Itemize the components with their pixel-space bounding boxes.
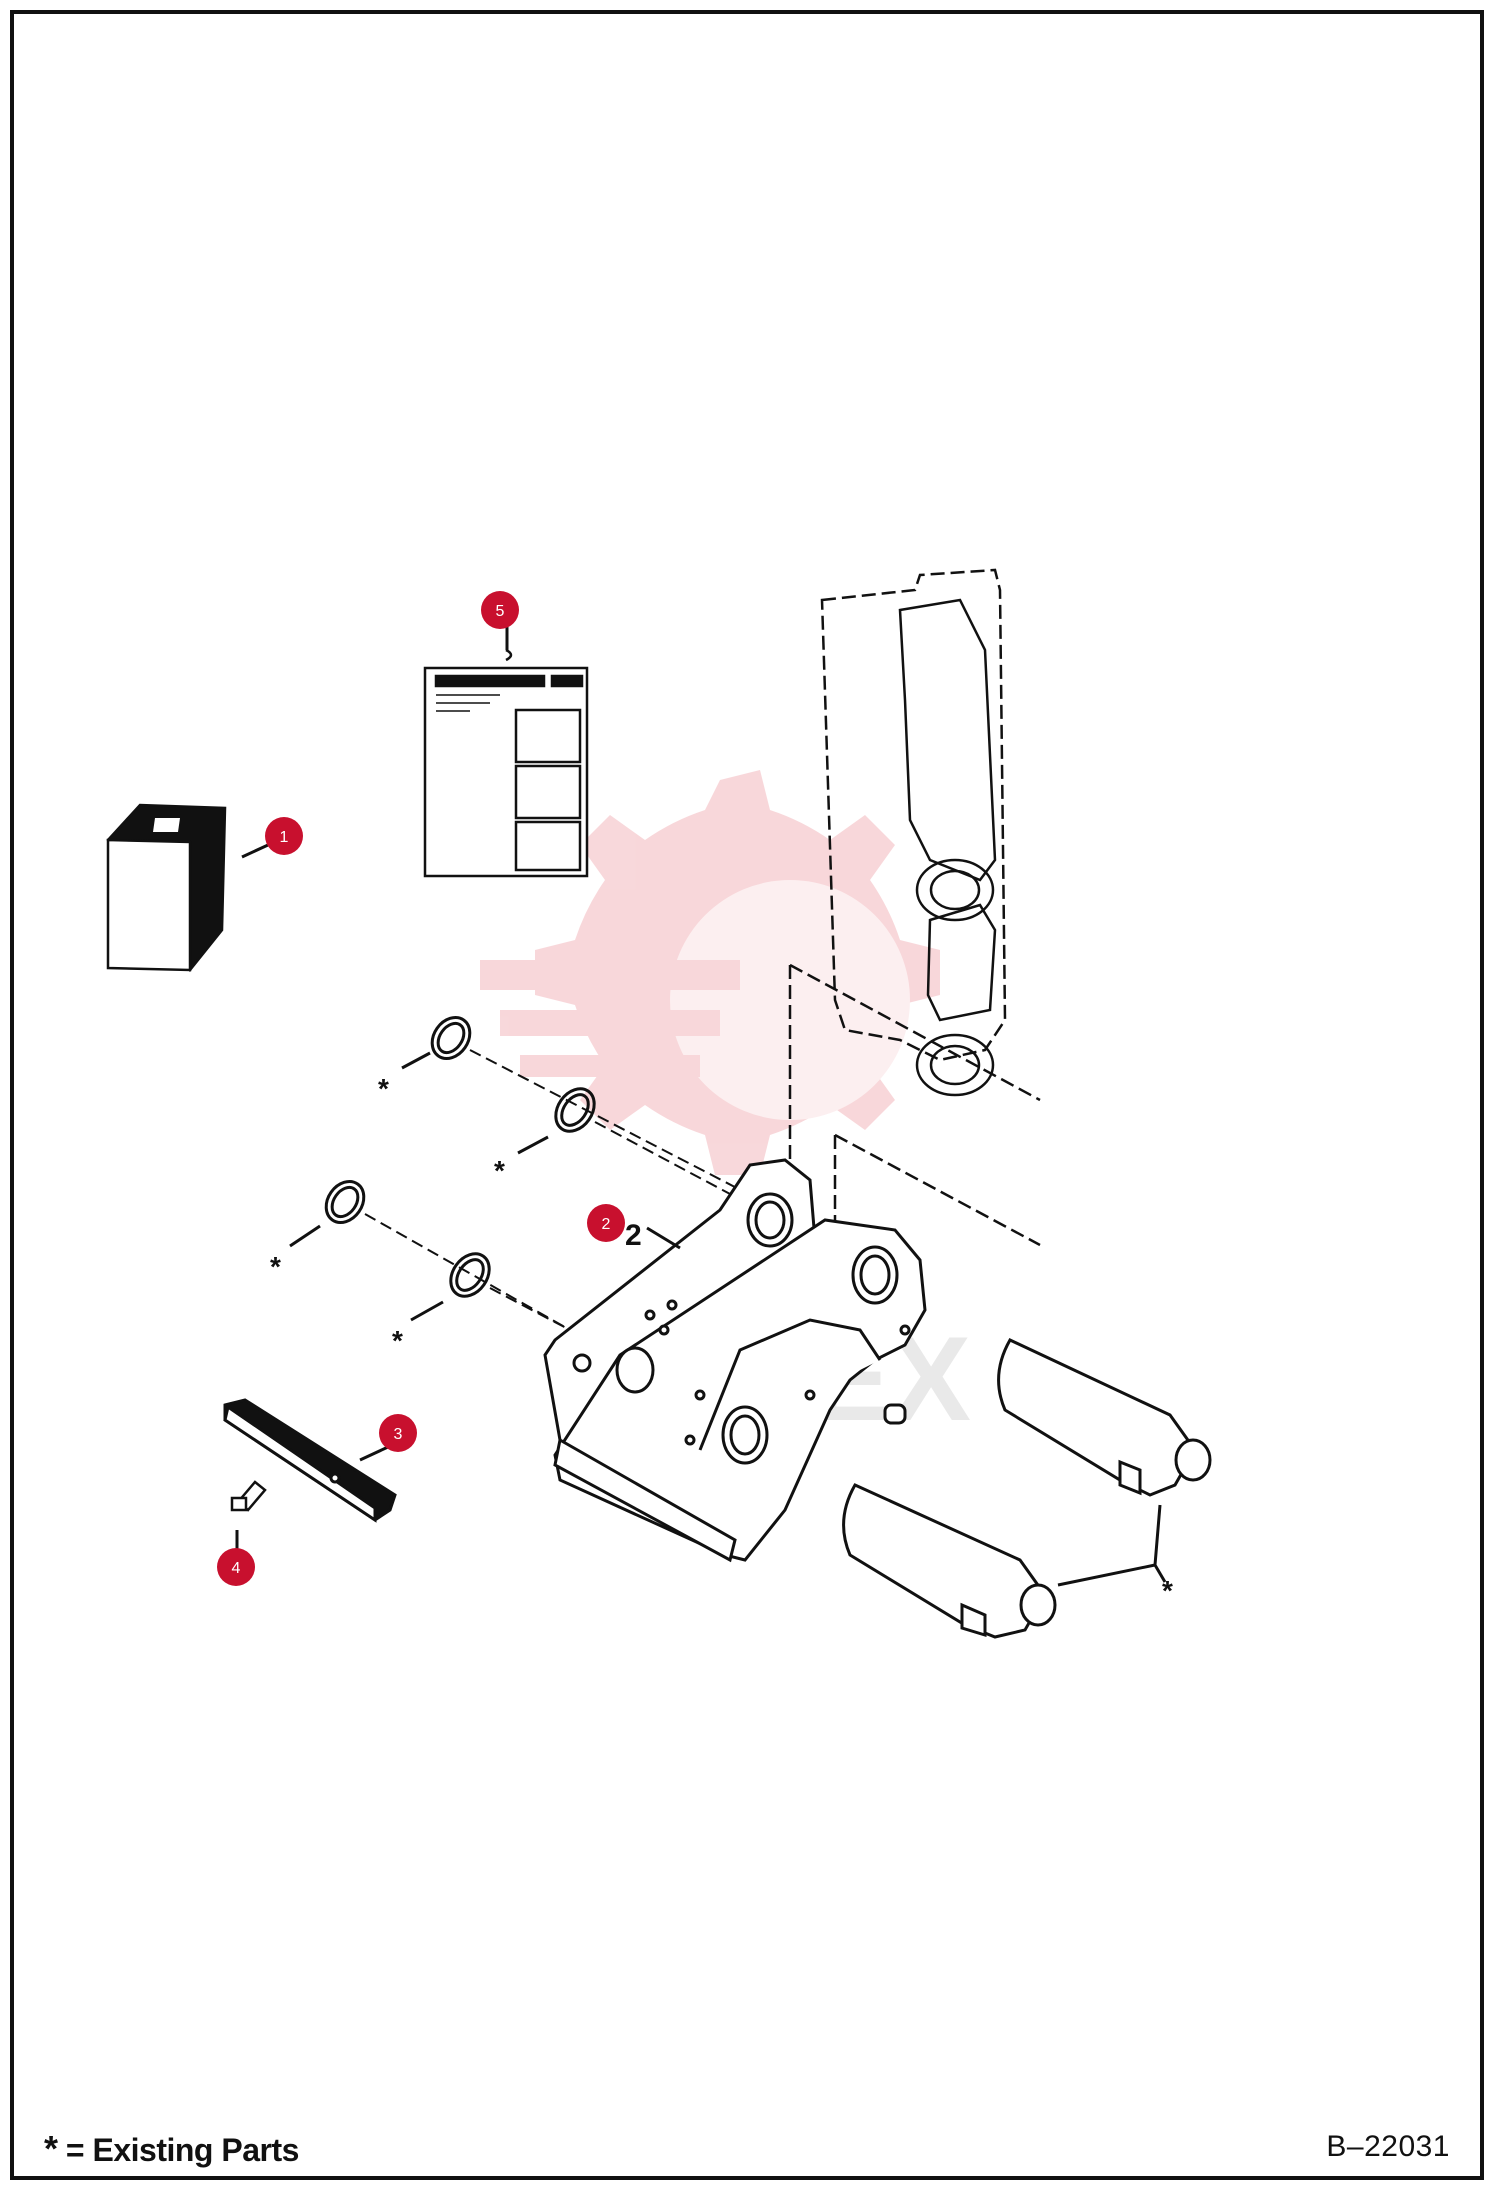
legend-star: * — [44, 2128, 58, 2169]
shim-rings — [324, 1016, 596, 1298]
pin-leader-lines — [1057, 1504, 1167, 1587]
existing-marker-ring-3: * — [270, 1251, 281, 1282]
decal-part-5 — [423, 648, 589, 878]
callout-3[interactable]: 3 — [379, 1414, 417, 1452]
existing-marker-ring-2: * — [494, 1155, 505, 1186]
bolt-part-4 — [230, 1480, 267, 1512]
callout-1-label: 1 — [280, 829, 289, 846]
callout-2[interactable]: 2 — [587, 1204, 625, 1242]
watermark-logo — [480, 770, 940, 1175]
legend-text: = Existing Parts — [57, 2132, 299, 2168]
wear-pad-part-3 — [223, 1398, 397, 1523]
callout-5[interactable]: 5 — [481, 591, 519, 629]
drawing-number: B–22031 — [1326, 2130, 1450, 2163]
bracket-part-2 — [543, 1158, 927, 1563]
box-part-1 — [106, 803, 227, 973]
shim-leader-lines — [289, 1051, 549, 1322]
existing-marker-ring-4: * — [392, 1325, 403, 1356]
pins — [842, 1338, 1212, 1639]
callout-4[interactable]: 4 — [217, 1548, 255, 1586]
existing-marker-pins: * — [1162, 1575, 1173, 1606]
bracket-number: 2 — [625, 1219, 642, 1252]
callout-3-label: 3 — [394, 1426, 403, 1443]
callout-1[interactable]: 1 — [265, 817, 303, 855]
legend: * = Existing Parts — [44, 2128, 299, 2170]
callout-4-label: 4 — [232, 1560, 241, 1577]
callout-2-label: 2 — [602, 1216, 611, 1233]
callout-5-label: 5 — [496, 603, 505, 620]
existing-marker-ring-1: * — [378, 1073, 389, 1104]
